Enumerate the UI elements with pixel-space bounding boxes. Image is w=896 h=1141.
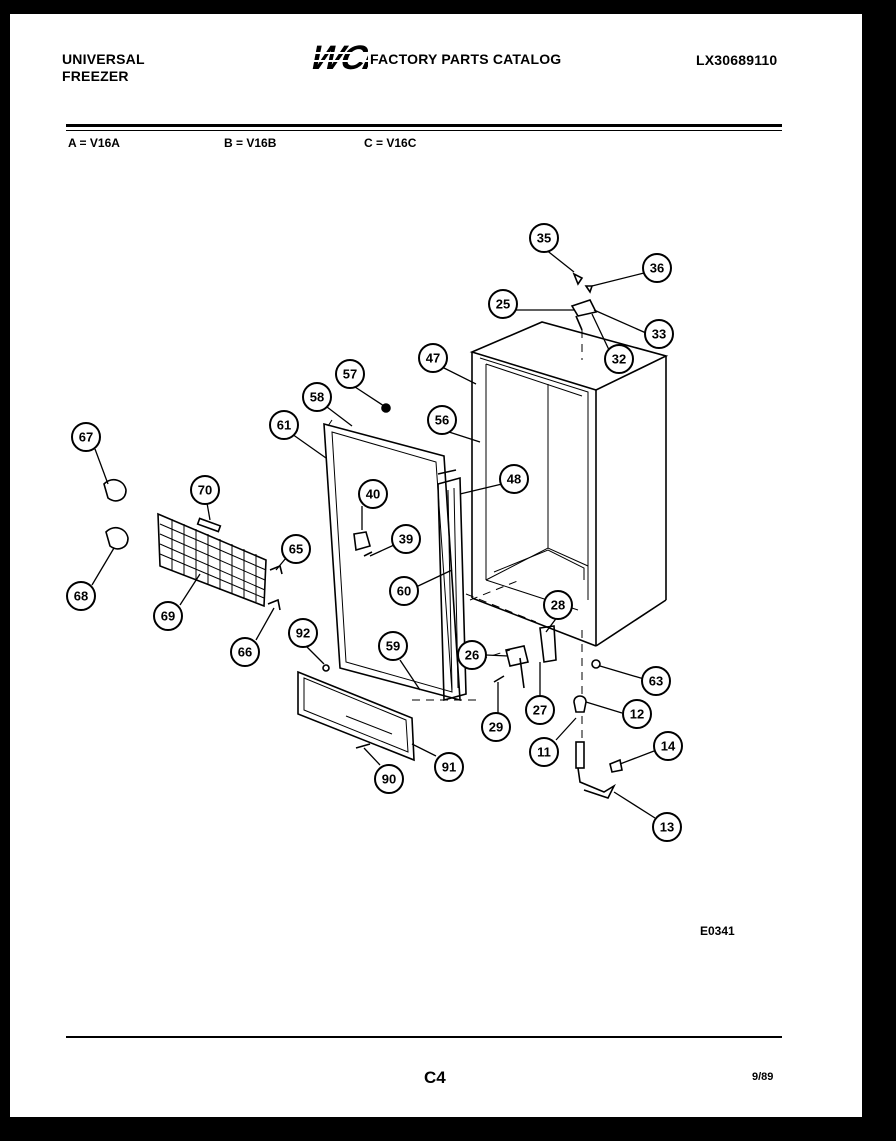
callout-11: 11 <box>529 737 559 767</box>
svg-text:67: 67 <box>79 430 93 445</box>
svg-text:29: 29 <box>489 720 503 735</box>
brand-line-2: FREEZER <box>62 68 129 84</box>
callout-12: 12 <box>622 699 652 729</box>
callout-59: 59 <box>378 631 408 661</box>
callout-48: 48 <box>499 464 529 494</box>
svg-text:61: 61 <box>277 418 291 433</box>
page-number: C4 <box>424 1068 446 1087</box>
svg-text:27: 27 <box>533 703 547 718</box>
variant-a: A = V16A <box>68 136 120 150</box>
header-rule-thin <box>66 130 782 131</box>
svg-text:48: 48 <box>507 472 521 487</box>
callout-69: 69 <box>153 601 183 631</box>
svg-text:47: 47 <box>426 351 440 366</box>
catalog-title: FACTORY PARTS CATALOG <box>370 51 562 67</box>
callout-25: 25 <box>488 289 518 319</box>
callout-35: 35 <box>529 223 559 253</box>
callout-58: 58 <box>302 382 332 412</box>
callout-66: 66 <box>230 637 260 667</box>
print-date: 9/89 <box>752 1071 774 1083</box>
callout-67: 67 <box>71 422 101 452</box>
svg-text:14: 14 <box>661 739 676 754</box>
callout-61: 61 <box>269 410 299 440</box>
svg-text:40: 40 <box>366 487 380 502</box>
callout-68: 68 <box>66 581 96 611</box>
leader-lines <box>91 248 656 819</box>
svg-text:58: 58 <box>310 390 324 405</box>
svg-text:25: 25 <box>496 297 510 312</box>
svg-text:36: 36 <box>650 261 664 276</box>
callout-47: 47 <box>418 343 448 373</box>
callout-90: 90 <box>374 764 404 794</box>
svg-text:70: 70 <box>198 483 212 498</box>
svg-text:68: 68 <box>74 589 88 604</box>
svg-text:91: 91 <box>442 760 456 775</box>
callout-91: 91 <box>434 752 464 782</box>
svg-text:69: 69 <box>161 609 175 624</box>
callout-39: 39 <box>391 524 421 554</box>
svg-text:56: 56 <box>435 413 449 428</box>
callout-92: 92 <box>288 618 318 648</box>
footer-rule <box>66 1036 782 1038</box>
svg-text:28: 28 <box>551 598 565 613</box>
svg-text:66: 66 <box>238 645 252 660</box>
cabinet-body <box>469 321 669 647</box>
callout-40: 40 <box>358 479 388 509</box>
svg-text:57: 57 <box>343 367 357 382</box>
svg-text:39: 39 <box>399 532 413 547</box>
header-rule <box>66 124 782 127</box>
callout-60: 60 <box>389 576 419 606</box>
brand-line-1: UNIVERSAL <box>62 51 145 67</box>
figure-code: E0341 <box>700 924 735 938</box>
catalog-number: LX30689110 <box>696 52 778 68</box>
svg-text:59: 59 <box>386 639 400 654</box>
svg-text:13: 13 <box>660 820 674 835</box>
callout-57: 57 <box>335 359 365 389</box>
svg-text:63: 63 <box>649 674 663 689</box>
svg-text:11: 11 <box>537 745 551 760</box>
callout-14: 14 <box>653 731 683 761</box>
svg-text:32: 32 <box>612 352 626 367</box>
svg-text:33: 33 <box>652 327 666 342</box>
svg-text:60: 60 <box>397 584 411 599</box>
svg-text:35: 35 <box>537 231 551 246</box>
svg-text:65: 65 <box>289 542 303 557</box>
svg-text:WCI: WCI <box>307 40 368 74</box>
svg-text:12: 12 <box>630 707 644 722</box>
callout-36: 36 <box>642 253 672 283</box>
callout-26: 26 <box>457 640 487 670</box>
hardware-parts <box>103 272 623 799</box>
callout-27: 27 <box>525 695 555 725</box>
svg-text:90: 90 <box>382 772 396 787</box>
wci-logo: WCI <box>306 40 368 74</box>
kick-grille <box>157 512 267 608</box>
door-panel <box>297 670 415 762</box>
callout-33: 33 <box>644 319 674 349</box>
callout-13: 13 <box>652 812 682 842</box>
catalog-sheet: UNIVERSAL FREEZER WCI FACTORY PARTS CATA… <box>10 14 862 1117</box>
callout-29: 29 <box>481 712 511 742</box>
variant-c: C = V16C <box>364 136 417 150</box>
svg-text:92: 92 <box>296 626 310 641</box>
variant-b: B = V16B <box>224 136 277 150</box>
callout-65: 65 <box>281 534 311 564</box>
callout-63: 63 <box>641 666 671 696</box>
callout-70: 70 <box>190 475 220 505</box>
svg-text:26: 26 <box>465 648 479 663</box>
callout-56: 56 <box>427 405 457 435</box>
callout-28: 28 <box>543 590 573 620</box>
callout-32: 32 <box>604 344 634 374</box>
